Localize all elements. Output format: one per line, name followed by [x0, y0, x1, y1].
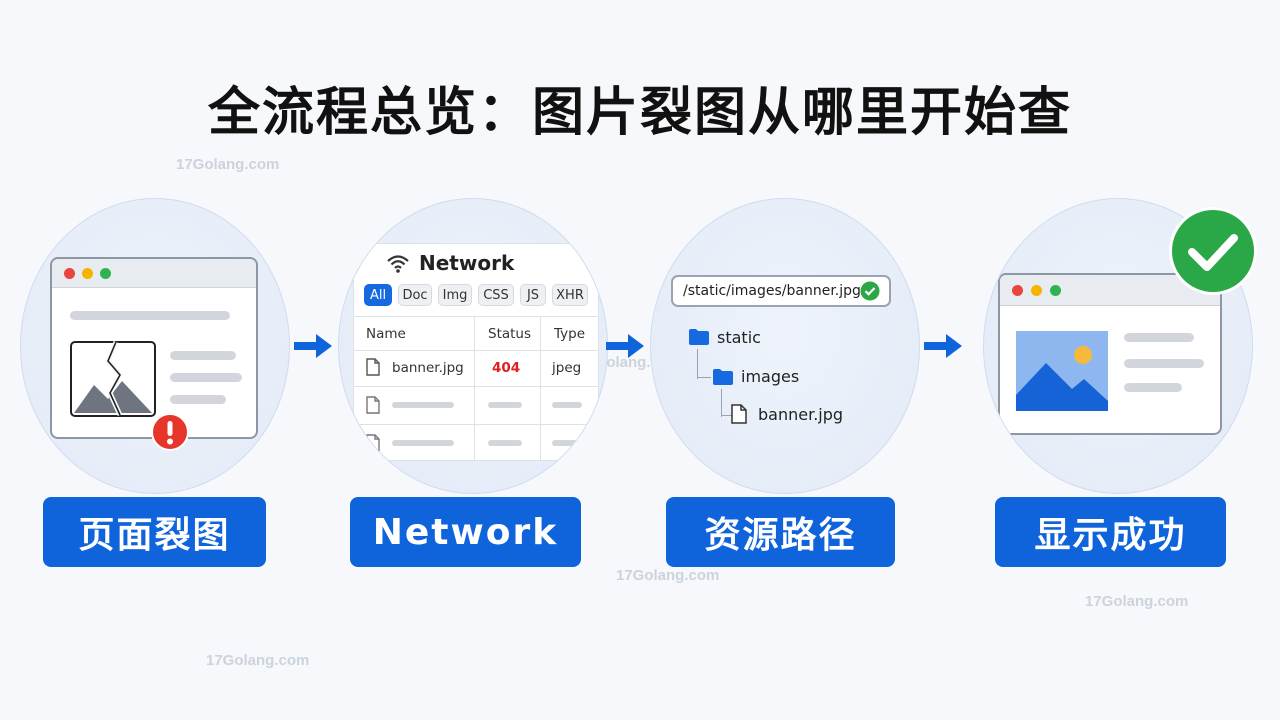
folder-icon	[713, 369, 733, 389]
filter-all[interactable]: All	[364, 284, 392, 306]
step-label-display-success: 显示成功	[995, 497, 1226, 567]
arrow-right-icon	[922, 332, 964, 364]
filter-xhr[interactable]: XHR	[552, 284, 588, 306]
watermark: 17Golang.com	[616, 567, 720, 584]
filter-doc[interactable]: Doc	[398, 284, 432, 306]
column-status: Status	[488, 326, 532, 342]
watermark: 17Golang.com	[206, 652, 310, 669]
watermark: 17Golang.com	[176, 156, 280, 173]
filter-css[interactable]: CSS	[478, 284, 514, 306]
network-title: Network	[419, 251, 515, 275]
folder-icon	[689, 329, 709, 349]
browser-window	[50, 257, 258, 439]
path-url: /static/images/banner.jpg	[683, 283, 861, 299]
step-network-illustration: Network All Doc Img CSS JS XHR Name Stat…	[338, 198, 608, 494]
step-label-network: Network	[350, 497, 581, 567]
filter-js[interactable]: JS	[520, 284, 546, 306]
column-name: Name	[366, 326, 406, 342]
tree-folder-static[interactable]: static	[717, 328, 761, 347]
step-resource-path-illustration: /static/images/banner.jpg static images …	[650, 198, 920, 494]
step-success-illustration	[983, 198, 1253, 494]
request-name[interactable]: banner.jpg	[392, 360, 464, 376]
step-broken-page-illustration	[20, 198, 290, 494]
file-icon	[366, 434, 380, 456]
wifi-icon	[386, 254, 410, 278]
browser-window	[998, 273, 1222, 435]
network-panel: Network All Doc Img CSS JS XHR Name Stat…	[353, 243, 599, 461]
watermark: 17Golang.com	[1085, 593, 1189, 610]
column-type: Type	[554, 326, 586, 342]
tree-file-banner[interactable]: banner.jpg	[758, 405, 844, 424]
step-label-resource-path: 资源路径	[666, 497, 895, 567]
file-icon	[366, 396, 380, 418]
request-type: jpeg	[552, 360, 582, 376]
step-label-broken-page: 页面裂图	[43, 497, 266, 567]
tree-folder-images[interactable]: images	[741, 367, 800, 386]
arrow-right-icon	[604, 332, 646, 364]
arrow-right-icon	[292, 332, 334, 364]
error-icon	[151, 413, 189, 455]
path-bar: /static/images/banner.jpg	[671, 275, 891, 307]
file-icon	[366, 358, 380, 380]
check-icon	[860, 281, 880, 311]
filter-img[interactable]: Img	[438, 284, 472, 306]
image-icon	[1016, 331, 1108, 415]
file-icon	[731, 404, 747, 428]
broken-image-icon	[70, 341, 156, 421]
request-status: 404	[492, 360, 521, 376]
page-title: 全流程总览：图片裂图从哪里开始查	[207, 83, 1072, 143]
success-check-icon	[1168, 206, 1258, 300]
